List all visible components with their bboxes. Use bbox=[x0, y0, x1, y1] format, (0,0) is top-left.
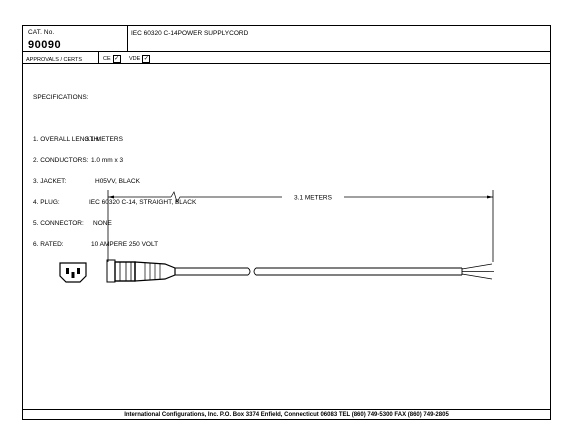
plug-front-view-icon bbox=[59, 262, 87, 283]
spec-key: 2. CONDUCTORS: bbox=[33, 157, 89, 164]
approvals-label: APPROVALS / CERTS bbox=[26, 57, 83, 63]
footer-company-info: International Configurations, Inc. P.O. … bbox=[124, 412, 449, 418]
ce-label: CE bbox=[103, 56, 111, 62]
cable-jacket bbox=[175, 267, 463, 276]
specifications-heading: SPECIFICATIONS: bbox=[33, 94, 89, 101]
approvals-divider bbox=[23, 63, 550, 64]
spec-row: 1. OVERALL LENGTH:3.1 METERS bbox=[33, 136, 196, 143]
spec-value: NONE bbox=[93, 220, 112, 227]
plug-side-view-icon bbox=[106, 259, 176, 283]
dimension-line-break bbox=[170, 191, 282, 203]
spec-value: 3.1 METERS bbox=[85, 136, 123, 143]
spec-key: 4. PLUG: bbox=[33, 199, 60, 206]
spec-value: 1.0 mm x 3 bbox=[91, 157, 124, 164]
spec-row: 6. RATED: 10 AMPERE 250 VOLT bbox=[33, 241, 196, 248]
catno-divider bbox=[127, 26, 128, 52]
dimension-label: 3.1 METERS bbox=[294, 195, 333, 202]
dimension-arrow-right bbox=[487, 195, 493, 199]
spec-key: 6. RATED: bbox=[33, 241, 64, 248]
spec-row: 5. CONNECTOR: NONE bbox=[33, 220, 196, 227]
spec-value: IEC 60320 C-14, STRAIGHT, BLACK bbox=[89, 199, 197, 206]
vde-label: VDE bbox=[129, 56, 141, 62]
page-title: IEC 60320 C-14POWER SUPPLYCORD bbox=[131, 30, 249, 37]
spec-row: 4. PLUG: IEC 60320 C-14, STRAIGHT, BLACK bbox=[33, 199, 196, 206]
approvals-col-divider bbox=[98, 51, 99, 63]
spec-row: 2. CONDUCTORS:1.0 mm x 3 bbox=[33, 157, 196, 164]
ce-checkbox[interactable]: ✓ bbox=[112, 55, 121, 63]
cat-no-label: CAT. No. bbox=[28, 29, 55, 36]
spec-row: 3. JACKET: H05VV, BLACK bbox=[33, 178, 196, 185]
vde-checkbox[interactable]: ✓ bbox=[142, 55, 151, 63]
dimension-arrow-left bbox=[108, 195, 114, 199]
spec-key: 5. CONNECTOR: bbox=[33, 220, 84, 227]
drawing-sheet: CAT. No. 90090 IEC 60320 C-14POWER SUPPL… bbox=[22, 25, 551, 420]
header-divider bbox=[23, 51, 550, 52]
ce-approval: CE ✓ bbox=[103, 55, 121, 63]
specifications-block: SPECIFICATIONS: 1. OVERALL LENGTH:3.1 ME… bbox=[33, 80, 196, 262]
footer-divider bbox=[23, 409, 550, 410]
spec-value: 10 AMPERE 250 VOLT bbox=[91, 241, 159, 248]
stripped-conductors bbox=[461, 263, 494, 280]
cat-no-value: 90090 bbox=[28, 39, 62, 51]
vde-approval: VDE ✓ bbox=[129, 55, 151, 63]
spec-key: 3. JACKET: bbox=[33, 178, 67, 185]
spec-value: H05VV, BLACK bbox=[95, 178, 140, 185]
